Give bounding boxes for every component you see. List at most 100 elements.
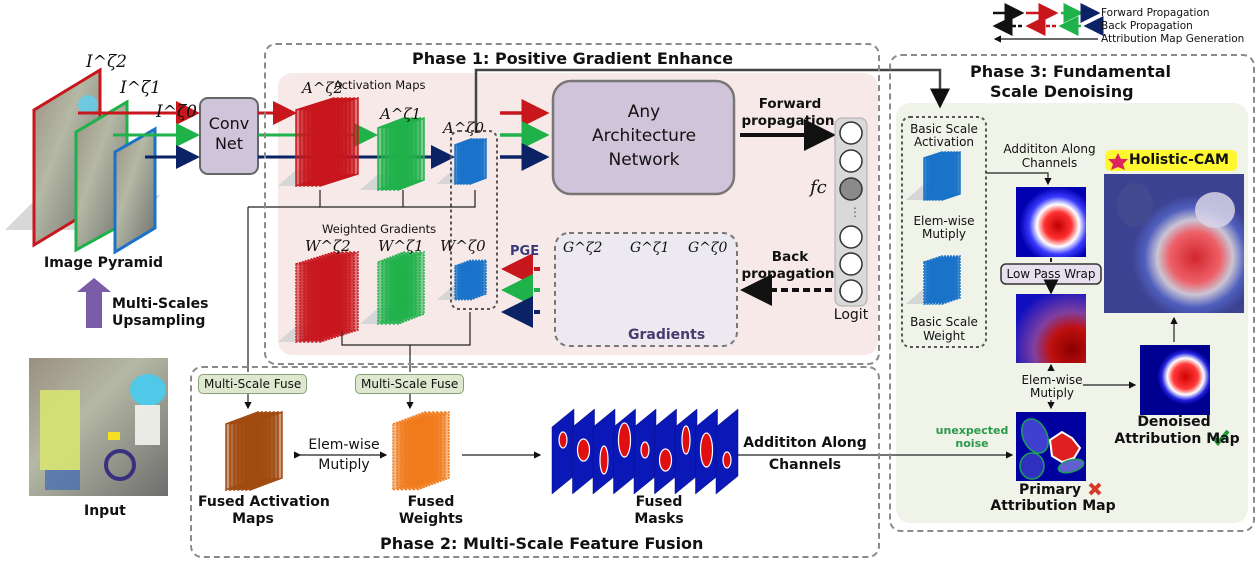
logit-node-target [839,177,863,201]
denoised-map-label-1: Denoised [1137,414,1211,430]
gradients-caption: Gradients [628,327,706,343]
activation-label-2: A^ζ2 [302,79,344,97]
image-pyramid-caption: Image Pyramid [44,255,164,271]
legend-arrows [992,3,1104,43]
convnet-label-2: Net [214,134,244,153]
fused-masks-label-1: Fused [635,494,683,510]
weight-stack-2 [278,250,359,344]
upsampling-label-2: Upsampling [112,313,206,329]
activation-label-0: A^ζ0 [443,119,485,137]
logit-node [839,121,863,145]
activation-stack-1 [360,116,425,192]
fused-weights-label-1: Fused [407,494,455,510]
fused-activation-stack [225,410,283,492]
upsampling-arrow [77,278,111,328]
phase1-box [264,43,880,365]
fused-weights-label-2: Weights [398,511,464,527]
activation-bracket [319,190,476,208]
upsampling-label-1: Multi-Scales [112,296,209,312]
arrow-basic-scale-to-phase3 [474,68,950,133]
activation-label-1: A^ζ1 [380,105,422,123]
phase3-elem-wise-2: Mutiply [921,227,967,241]
low-pass-heatmap [1016,294,1086,363]
convnet-label-1: Conv [208,114,250,133]
fused-mask-blob [658,448,673,472]
fused-mask-blob [617,422,632,458]
logit-ellipsis: ⋮ [849,205,861,219]
back-label-1: Back [771,249,809,265]
channel-sum-heatmap [1016,187,1086,257]
logit-node [839,149,863,173]
basic-weight-label-2: Weight [923,329,965,343]
phase3-title-line2: Scale Denoising [990,82,1134,101]
fused-masks-label-2: Masks [634,511,684,527]
fused-mask-blob [640,441,650,459]
logit-node [839,252,863,276]
logit-caption: Logit [833,307,869,323]
legend-back: Back Propagation [1101,20,1193,32]
pyramid-label-0: I^ζ0 [156,102,197,122]
addition-label-1: Addititon Along [743,435,867,451]
logit-node [839,279,863,303]
weight-label-0: W^ζ0 [440,237,486,255]
phase3-addition-label-1: Addititon Along [1003,142,1096,156]
basic-activation-label-2: Activation [913,135,975,149]
fused-mask-blob [681,425,691,455]
input-caption: Input [84,503,126,519]
logit-node [839,225,863,249]
multi-scale-fuse-activation: Multi-Scale Fuse [198,374,308,394]
weight-label-1: W^ζ1 [378,237,424,255]
phase3-elem-wise2-1: Elem-wise [1021,373,1083,387]
phase3-title-line1: Phase 3: Fundamental [970,62,1171,81]
fc-label: fc [810,177,827,198]
input-photo [29,358,168,496]
denoised-map-label-2: Attribution Map [1114,431,1240,447]
check-icon [1211,429,1230,447]
cross-icon [1088,482,1102,496]
legend-attribution: Attribution Map Generation [1101,33,1245,45]
forward-label-2: propagation [741,113,835,129]
fused-mask-blob [558,431,568,449]
weight-label-2: W^ζ2 [305,237,351,255]
legend-forward: Forward Propagation [1101,7,1210,19]
pyramid-label-2: I^ζ2 [86,52,127,72]
forward-label-1: Forward [758,96,822,112]
addition-label-2: Channels [768,457,842,473]
multi-scale-fuse-weights: Multi-Scale Fuse [355,374,465,394]
denoised-attribution-map [1140,345,1210,415]
basic-scale-highlight-box [450,130,498,310]
network-label-2: Architecture [591,126,697,146]
gradient-label-0: G^ζ0 [688,240,728,256]
gradient-label-2: G^ζ2 [563,240,603,256]
phase2-title: Phase 2: Multi-Scale Feature Fusion [380,534,704,553]
primary-map-label-1: Primary [1018,482,1082,498]
gradient-label-1: G^ζ1 [630,240,670,256]
fused-mask-blob [599,445,609,475]
holistic-cam-badge [1105,150,1237,171]
holistic-cam-label: Holistic-CAM [1129,152,1229,168]
weight-stack-1 [360,250,425,326]
basic-weight-stack [906,254,961,306]
weighted-gradients-label: Weighted Gradients [322,222,437,236]
phase3-elem-wise-1: Elem-wise [913,214,975,228]
activation-stack-2 [278,96,359,188]
phase2-box [190,366,880,558]
pge-label: PGE [510,244,540,259]
pyramid-label-1: I^ζ1 [120,78,161,98]
activation-stack-0 [437,137,487,186]
image-pyramid [5,67,160,255]
fused-activation-label-1: Fused Activation [198,494,330,510]
star-icon [1108,153,1128,170]
basic-weight-label-1: Basic Scale [910,315,978,329]
fused-mask-blob [576,438,591,462]
basic-activation-stack [906,150,961,202]
unexpected-noise-label-2: noise [955,437,989,450]
elem-wise-label-2: Mutiply [318,457,370,473]
unexpected-noise-label-1: unexpected [935,424,1009,437]
fused-weights-stack [392,410,450,492]
basic-scale-box [901,116,987,348]
basic-activation-label-1: Basic Scale [910,122,978,136]
fused-mask-blob [722,451,732,469]
phase3-addition-label-2: Channels [1021,156,1078,170]
